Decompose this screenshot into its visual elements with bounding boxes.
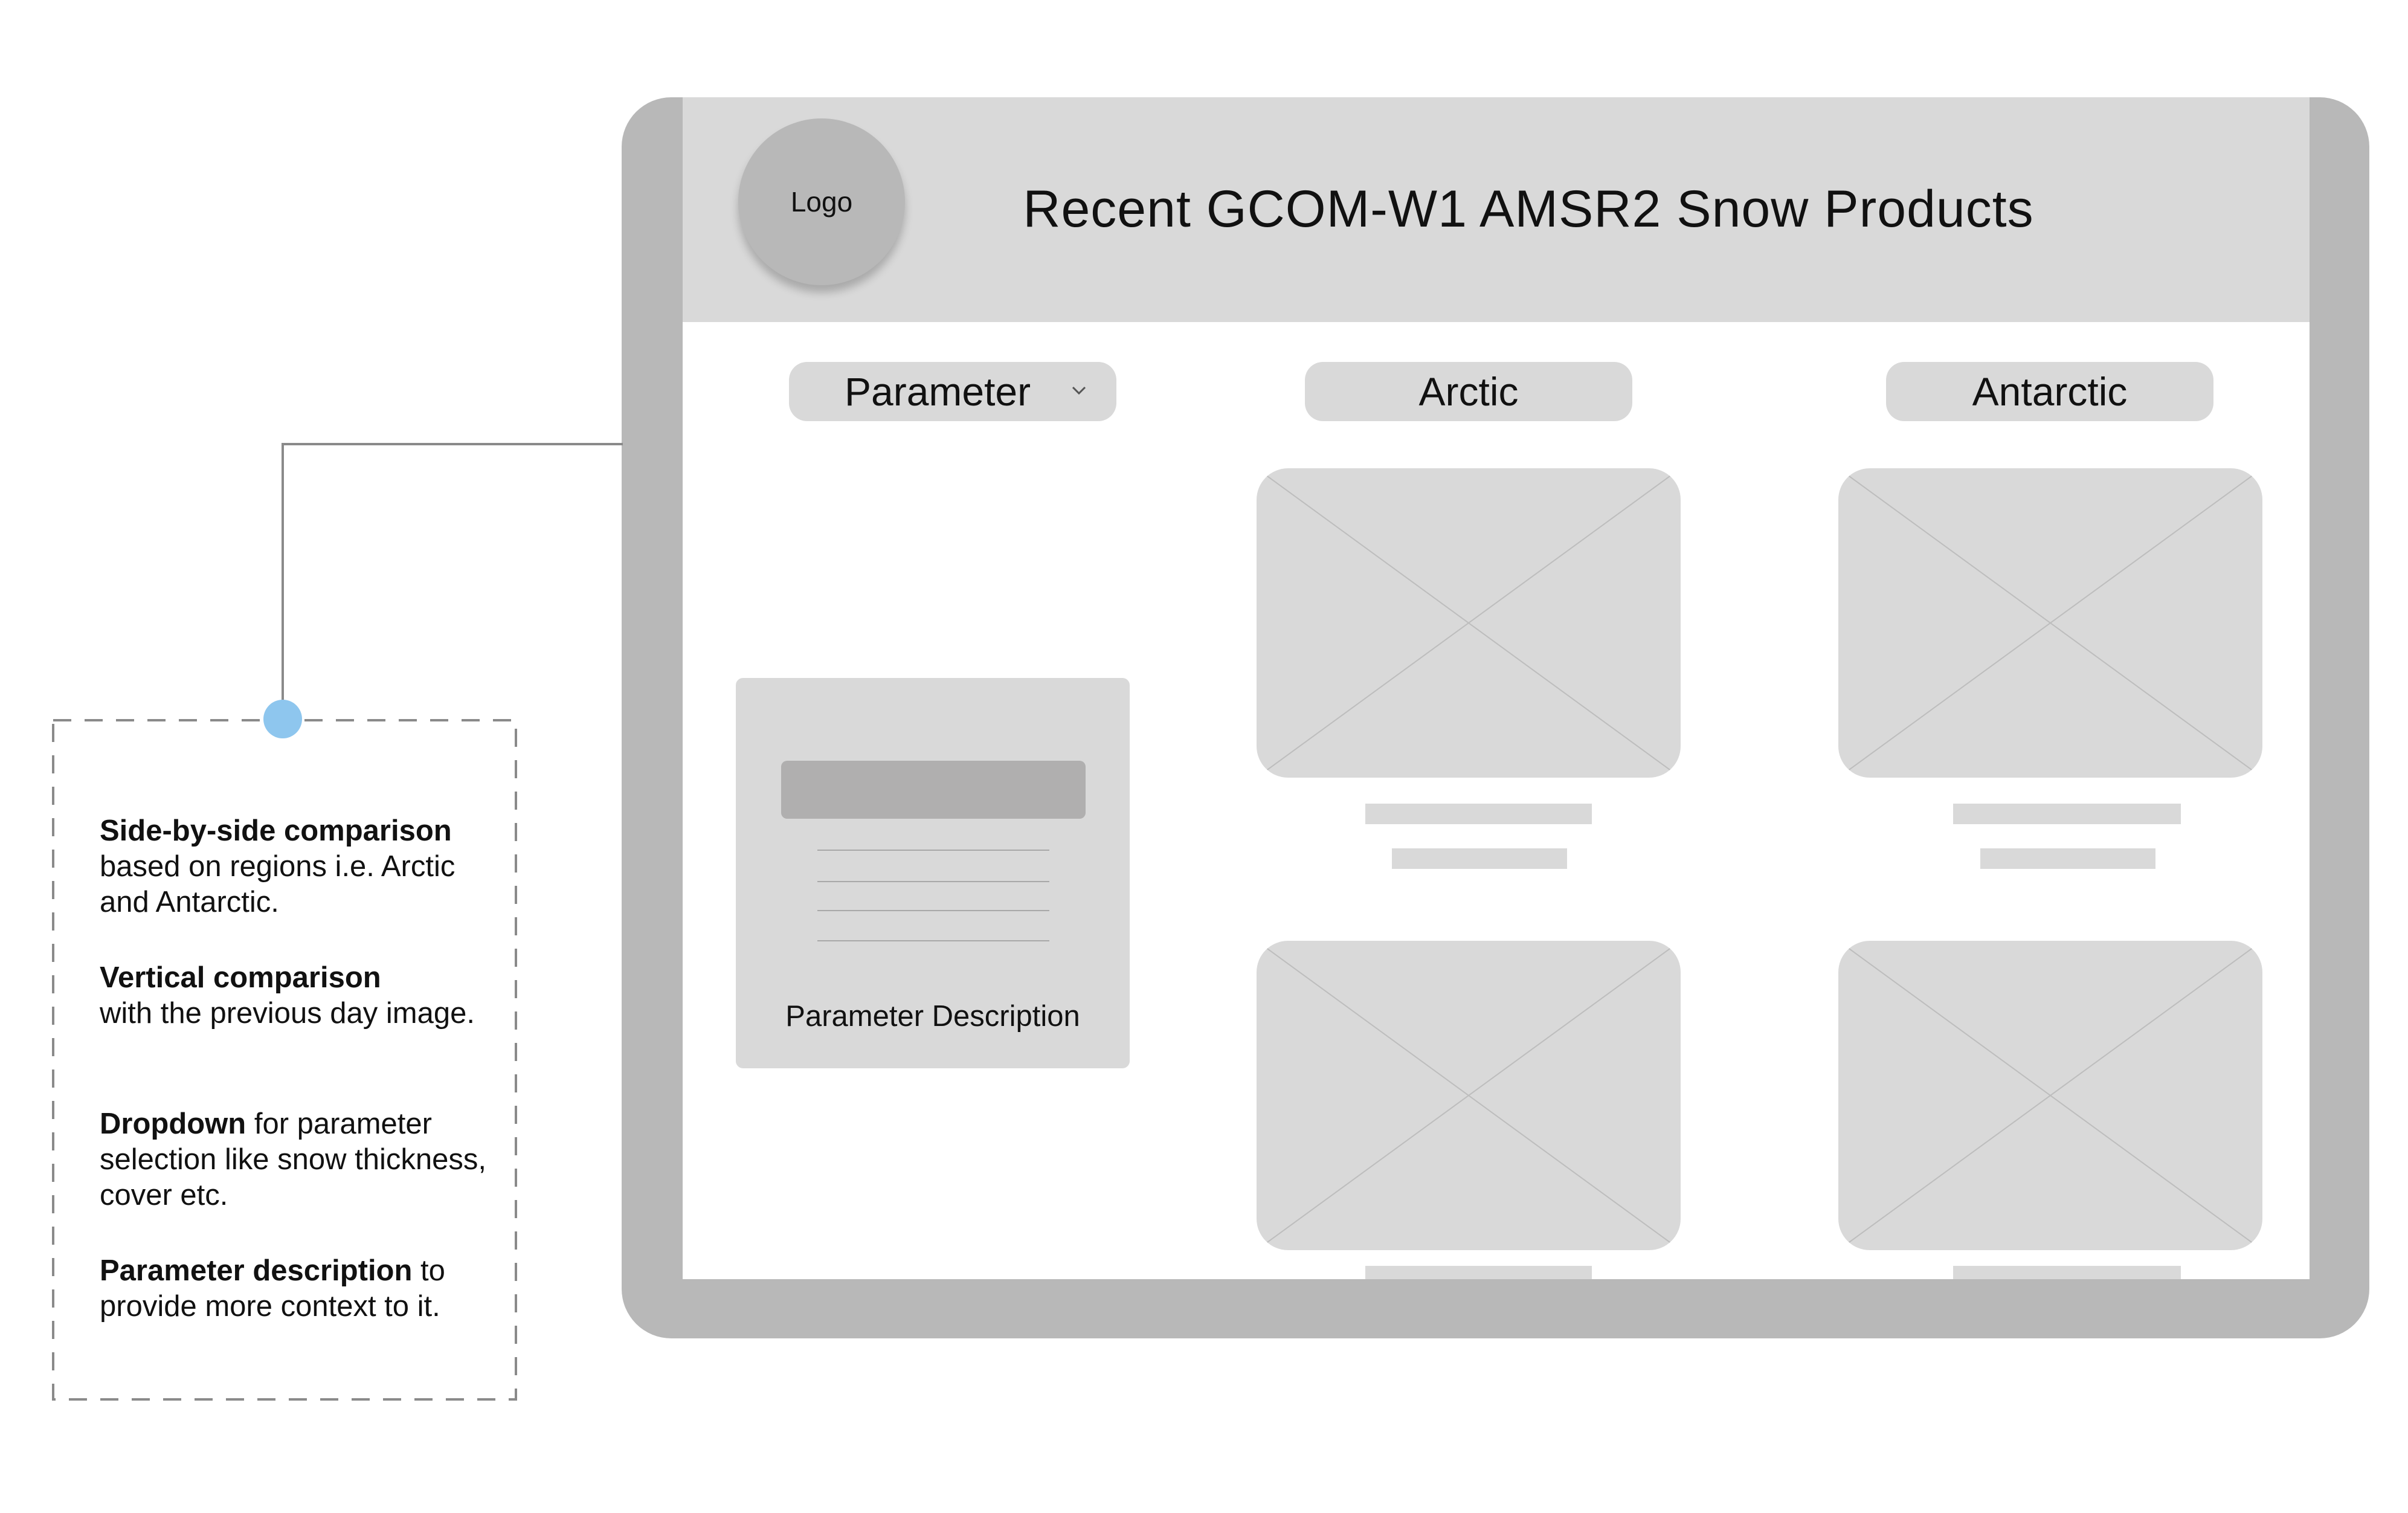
arctic-image-caption-line bbox=[1365, 1266, 1592, 1279]
annotation-bold: Vertical comparison bbox=[100, 961, 381, 994]
annotation-connector-dot bbox=[263, 700, 302, 738]
logo[interactable]: Logo bbox=[738, 118, 905, 285]
antarctic-image-caption-line bbox=[1953, 1266, 2181, 1279]
region-header-antarctic: Antarctic bbox=[1886, 362, 2213, 421]
parameter-description-caption: Parameter Description bbox=[785, 1000, 1080, 1033]
arctic-image-previous-day[interactable] bbox=[1257, 941, 1681, 1250]
annotation-parameter-description: Parameter description to provide more co… bbox=[100, 1253, 498, 1324]
parameter-dropdown[interactable]: Parameter bbox=[789, 362, 1116, 421]
annotation-connector-line bbox=[282, 443, 284, 718]
annotation-vertical: Vertical comparison with the previous da… bbox=[100, 960, 498, 1031]
arctic-image-caption-line bbox=[1392, 848, 1567, 869]
region-header-label: Arctic bbox=[1418, 369, 1519, 414]
antarctic-image-caption-line bbox=[1980, 848, 2155, 869]
app-screen: Logo Recent GCOM-W1 AMSR2 Snow Products … bbox=[683, 97, 2310, 1279]
annotation-text: for parameter selection like snow thickn… bbox=[100, 1108, 487, 1211]
annotation-dropdown: Dropdown for parameter selection like sn… bbox=[100, 1106, 498, 1213]
parameter-description-card: Parameter Description bbox=[736, 678, 1130, 1068]
description-text-line bbox=[817, 940, 1049, 941]
description-text-line bbox=[817, 850, 1049, 851]
region-header-label: Antarctic bbox=[1972, 369, 2128, 414]
arctic-image-today[interactable] bbox=[1257, 468, 1681, 778]
logo-label: Logo bbox=[790, 186, 853, 218]
region-header-arctic: Arctic bbox=[1305, 362, 1632, 421]
description-text-line bbox=[817, 910, 1049, 911]
annotation-bold: Side-by-side comparison bbox=[100, 815, 452, 847]
antarctic-image-previous-day[interactable] bbox=[1838, 941, 2262, 1250]
antarctic-image-caption-line bbox=[1953, 804, 2181, 824]
antarctic-image-today[interactable] bbox=[1838, 468, 2262, 778]
description-heading-placeholder bbox=[781, 761, 1086, 819]
annotation-text: with the previous day image. bbox=[100, 997, 475, 1030]
app-header: Logo Recent GCOM-W1 AMSR2 Snow Products bbox=[683, 97, 2310, 322]
chevron-down-icon[interactable] bbox=[1067, 378, 1091, 402]
annotation-bold: Parameter description bbox=[100, 1254, 413, 1287]
description-text-line bbox=[817, 881, 1049, 882]
annotation-text: based on regions i.e. Arctic and Antarct… bbox=[100, 850, 456, 918]
annotation-connector-line bbox=[282, 443, 623, 445]
page-title: Recent GCOM-W1 AMSR2 Snow Products bbox=[1023, 179, 2034, 238]
parameter-dropdown-label: Parameter bbox=[845, 369, 1031, 414]
annotation-side-by-side: Side-by-side comparison based on regions… bbox=[100, 813, 498, 920]
annotation-bold: Dropdown bbox=[100, 1108, 246, 1140]
arctic-image-caption-line bbox=[1365, 804, 1592, 824]
annotation-text: to provide more context to it. bbox=[100, 1254, 445, 1323]
